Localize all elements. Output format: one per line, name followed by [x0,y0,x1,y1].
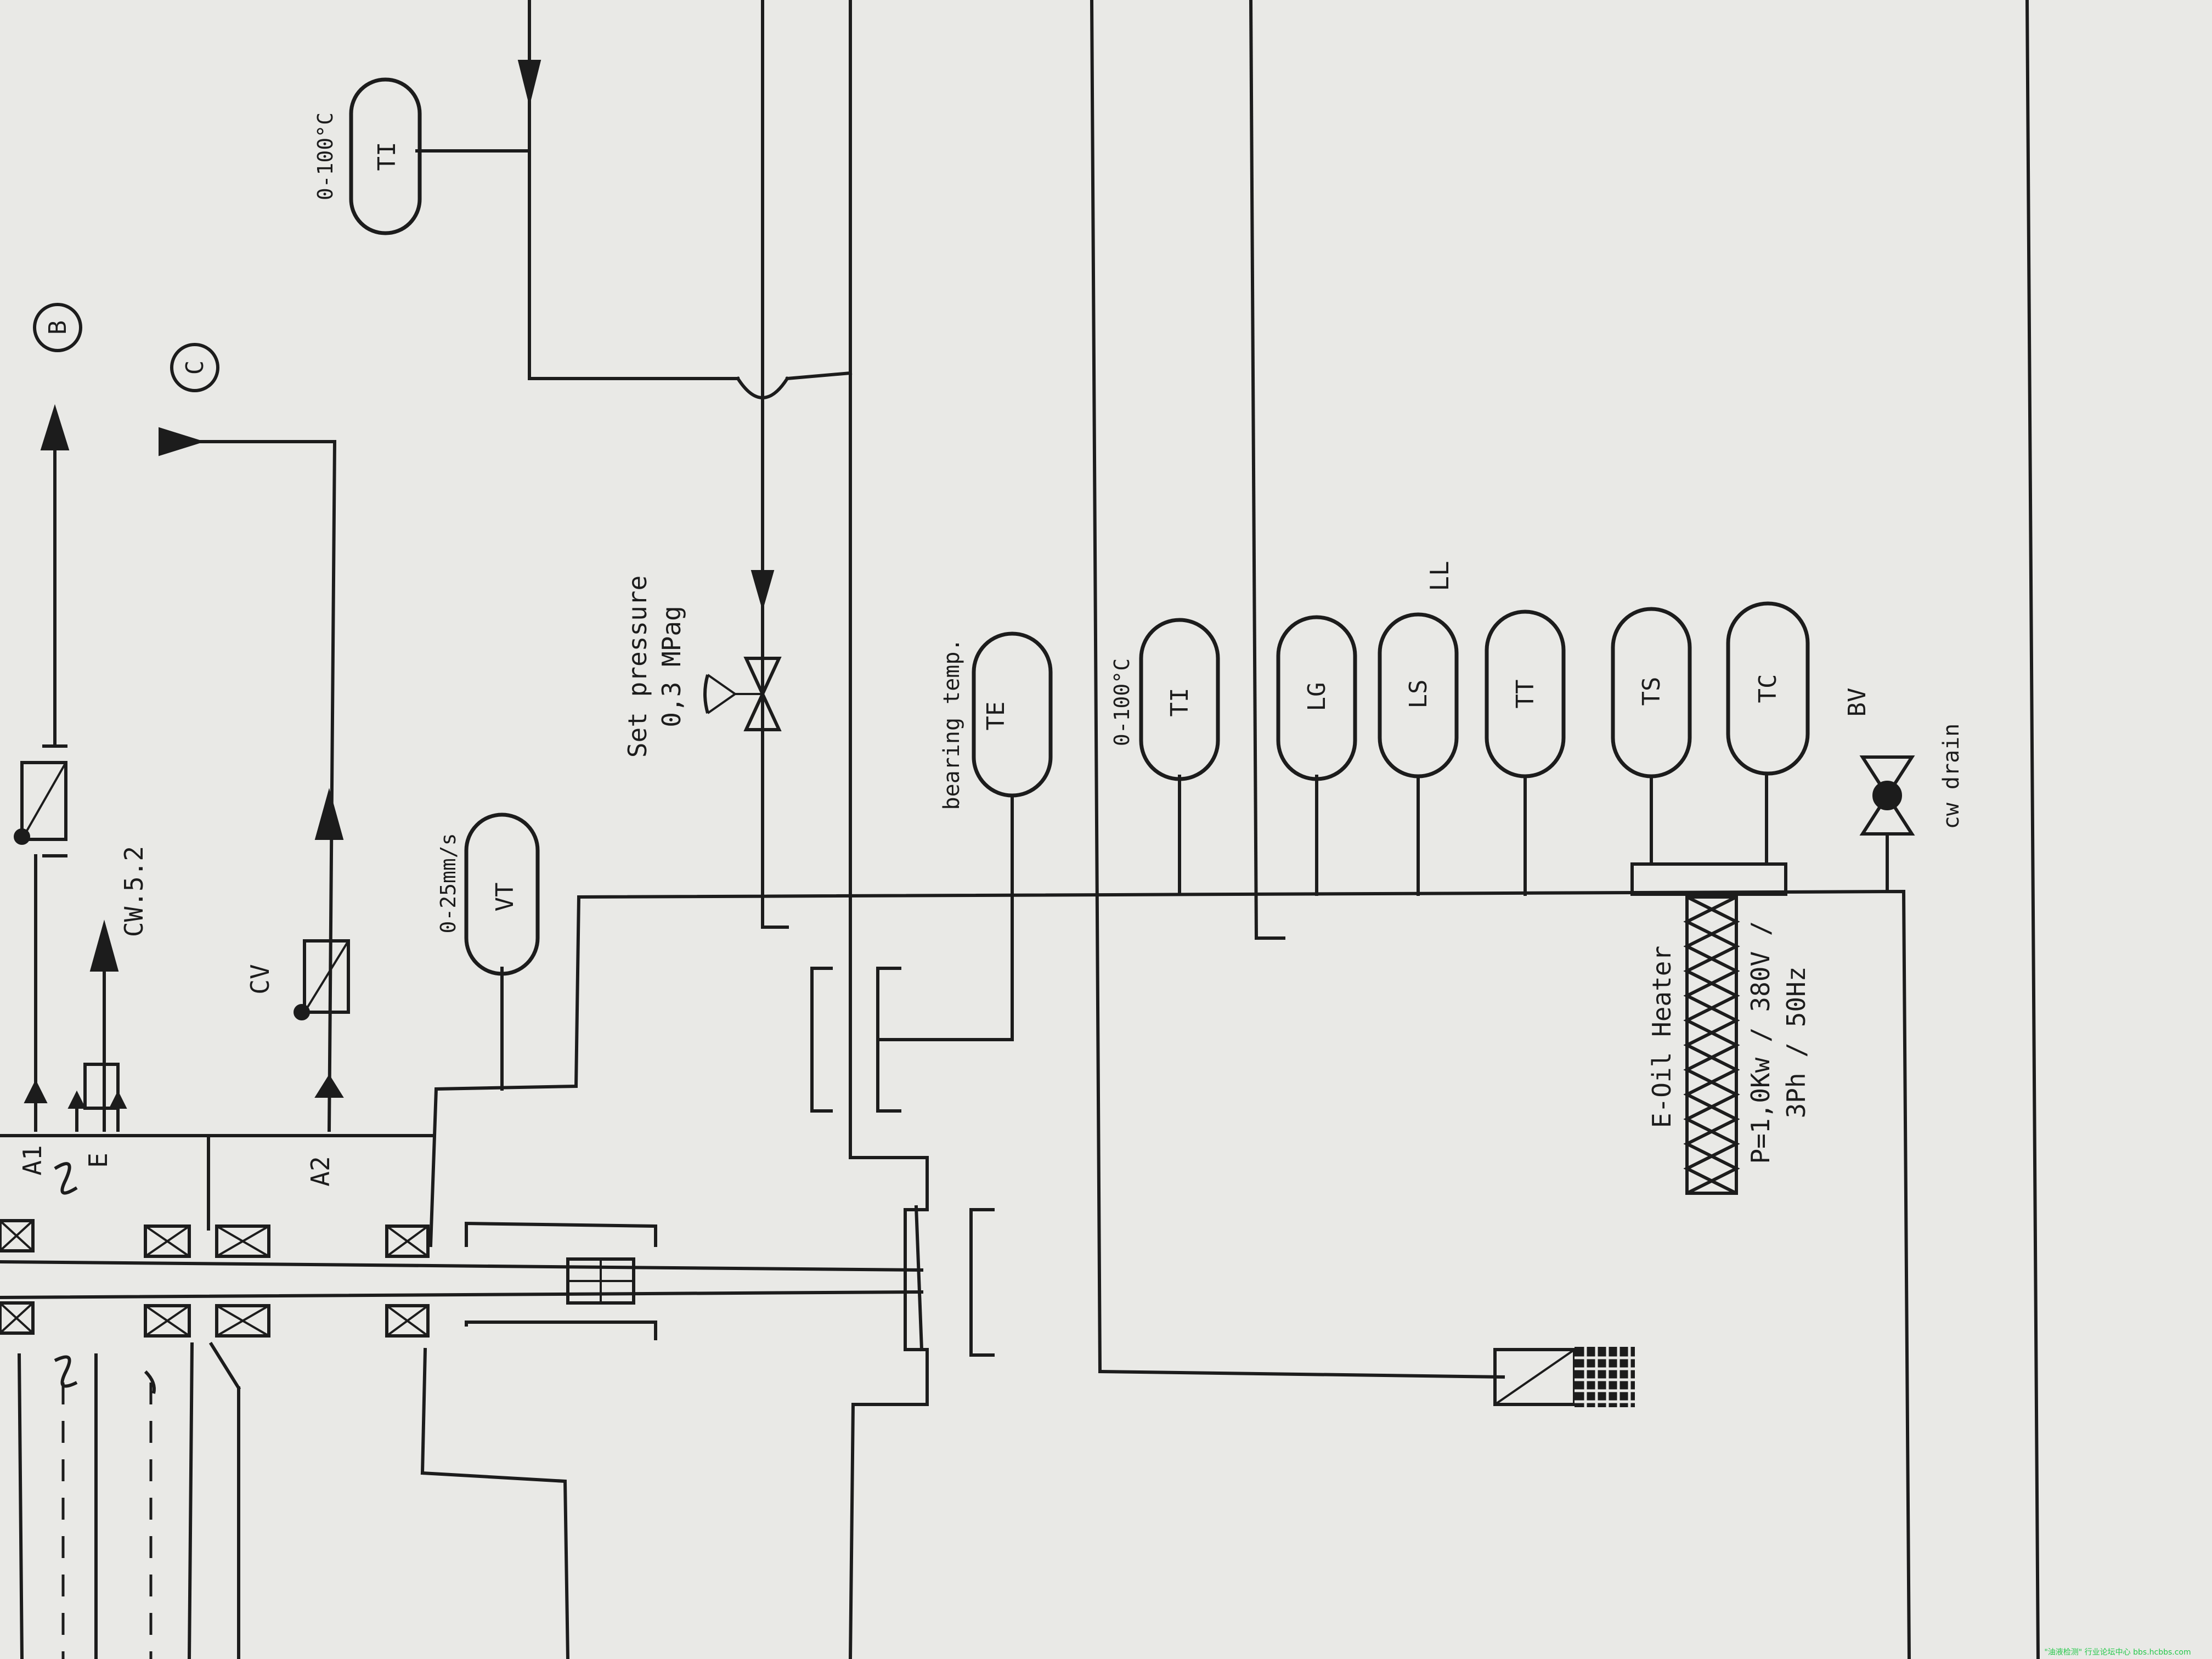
set-pressure-label: Set pressure [623,575,652,758]
ti-mid-instrument: TI 0-100°C [1110,618,1220,896]
ls-tag: LS [1404,680,1432,709]
tt-instrument: TT [1485,610,1566,896]
ti-mid-tag: TI [1166,688,1194,717]
ti-top-tag: TI [373,142,401,171]
flow-arrow-down-top [517,60,541,105]
seal-boxes-bottom [0,1301,430,1338]
tc-instrument: TC [1726,601,1810,866]
te-note: bearing temp. [939,638,964,810]
line-a1-to-b [14,404,70,1132]
ts-instrument: TS [1611,607,1692,866]
seal-boxes-top [0,1219,430,1258]
tc-tag: TC [1754,674,1782,703]
top-process-piping [528,0,1505,1379]
bearing-brackets [465,967,995,1357]
pressure-control-valve: Set pressure 0,3 MPag [623,575,782,758]
heater-terminal-block [1630,862,1787,896]
e-label: E [83,1153,113,1168]
offpage-connector-b: B [33,303,82,352]
te-tag: TE [982,702,1010,731]
ts-tag: TS [1638,677,1666,706]
vt-instrument: VT 0-25mm/s [436,812,540,1091]
cw-label: CW.5.2 [119,846,149,937]
line-cv-to-c: CV A2 [159,427,350,1187]
a2-label: A2 [306,1156,335,1186]
tt-tag: TT [1511,680,1539,709]
bv-note: cw drain [1939,724,1964,830]
ls-instrument: LS LL [1378,561,1459,896]
bv-tag: BV [1843,688,1871,717]
vt-range: 0-25mm/s [436,833,460,933]
lg-tag: LG [1303,682,1331,712]
cv-tag: CV [245,964,275,994]
ti-top-instrument: TI 0-100°C [313,77,531,235]
vt-tag: VT [491,883,519,912]
connector-b-label: B [44,320,72,335]
oil-tank-outline [420,889,1911,1659]
ti-mid-range: 0-100°C [1110,658,1134,746]
set-pressure-value: 0,3 MPag [657,606,686,727]
a1-label: A1 [18,1145,47,1175]
level-sensor-bottom [1493,1347,1635,1407]
bv-drain-valve: BV cw drain [1843,688,1964,893]
heater-name: E-Oil Heater [1647,946,1677,1128]
connector-c-label: C [181,360,209,375]
te-instrument: TE bearing temp. [876,631,1053,1041]
offpage-connector-c: C [170,343,219,392]
drain-lines-lower-left [17,1341,241,1659]
heater-spec-1: P=1,0Kw / 380V / [1746,921,1775,1164]
flow-arrow-down-valve [751,570,775,611]
lg-instrument: LG [1276,615,1357,896]
pump-shaft [0,1205,924,1352]
drawing-border-line [2025,0,2040,1659]
heater-spec-2: 3Ph / 50Hz [1781,967,1811,1119]
ti-top-range: 0-100°C [313,112,337,200]
ls-note: LL [1425,561,1454,591]
line-cw: CW.5.2 A1 E [18,846,149,1195]
watermark-text: "油液检测" 行业论坛中心 bbs.hcbbs.com [2044,1648,2191,1657]
e-oil-heater: E-Oil Heater P=1,0Kw / 380V / 3Ph / 50Hz [1647,895,1811,1195]
